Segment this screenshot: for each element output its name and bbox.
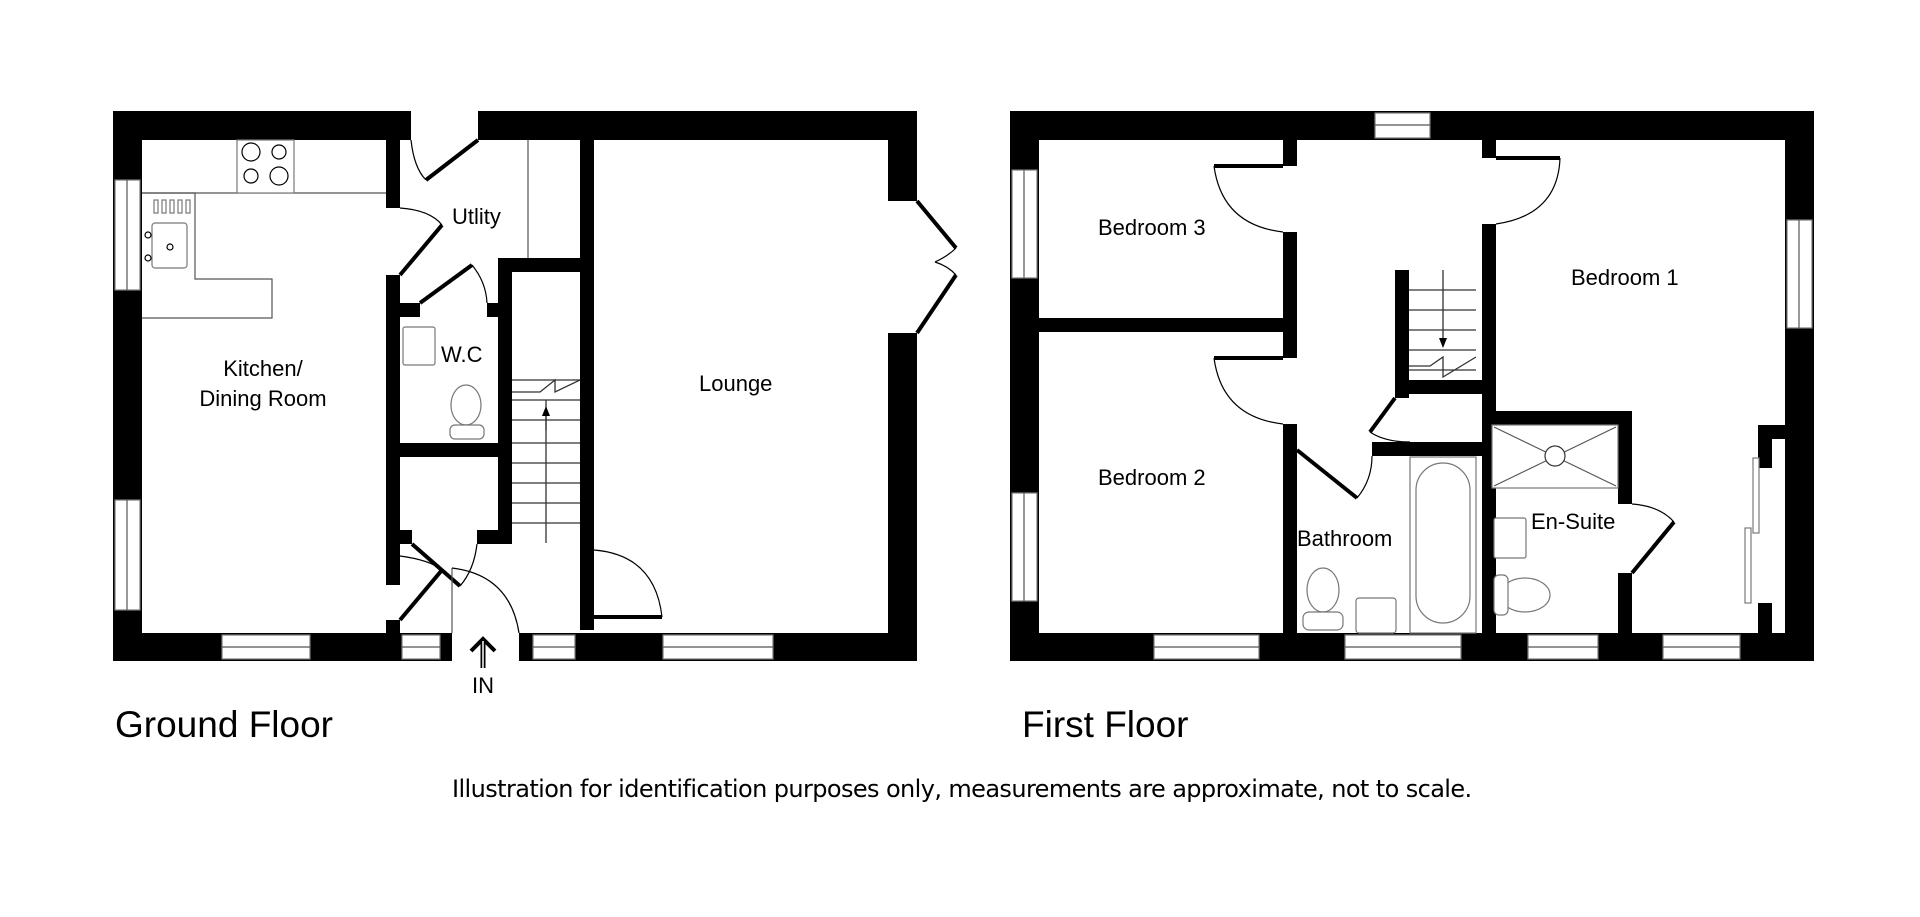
basin-icon	[1355, 597, 1397, 634]
room-label-line: Kitchen/	[223, 356, 303, 381]
ground-floor-plan	[113, 111, 958, 663]
wc-fixtures	[402, 326, 485, 440]
toilet-icon	[450, 384, 482, 426]
ground-floor-stairs	[512, 378, 581, 543]
room-label-en-suite: En-Suite	[1531, 509, 1616, 534]
toilet-icon	[1306, 567, 1340, 613]
kitchen-fixtures	[142, 139, 386, 319]
basin-icon	[1493, 517, 1527, 559]
room-label-bathroom: Bathroom	[1297, 526, 1393, 551]
floor-title-first: First Floor	[1022, 704, 1189, 745]
room-label-line: Dining Room	[199, 386, 327, 411]
bathroom-fixtures	[1302, 456, 1477, 634]
ground-floor-doors	[398, 138, 958, 634]
entrance-label: IN	[472, 673, 494, 698]
room-label-kitchen-dining: Kitchen/ Dining Room	[183, 354, 343, 414]
room-label-bedroom-2: Bedroom 2	[1098, 465, 1206, 490]
sink-icon	[151, 222, 188, 269]
first-floor-doors	[1213, 156, 1676, 575]
first-floor-stairs	[1409, 270, 1477, 379]
first-floor-plan	[1010, 111, 1814, 661]
ensuite-fixtures	[1491, 424, 1619, 616]
floor-title-ground: Ground Floor	[115, 704, 333, 745]
basin-icon	[402, 326, 436, 366]
room-label-utility: Utlity	[452, 204, 501, 229]
hob-icon	[236, 139, 295, 194]
room-label-bedroom-3: Bedroom 3	[1098, 215, 1206, 240]
room-label-wc: W.C	[441, 342, 483, 367]
room-label-lounge: Lounge	[699, 371, 773, 396]
room-label-bedroom-1: Bedroom 1	[1571, 265, 1679, 290]
disclaimer-text: Illustration for identification purposes…	[452, 775, 1472, 803]
entrance-arrow-icon	[469, 636, 497, 668]
